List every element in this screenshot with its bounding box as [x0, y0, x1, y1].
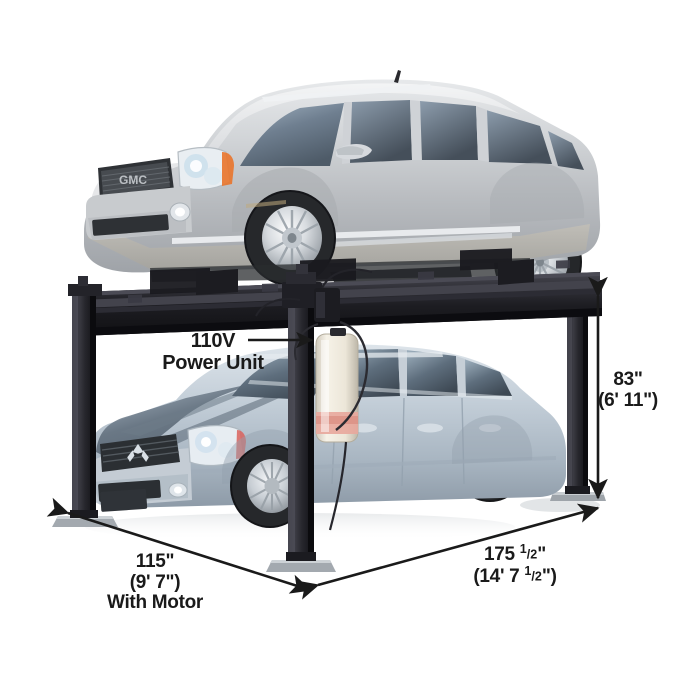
vehicle-lower-sedan [88, 344, 566, 528]
width-dimension-feet: (9' 7") [129, 571, 181, 593]
power-unit-callout: 110V Power Unit [162, 330, 264, 374]
width-dimension-label: 115" (9' 7") With Motor [106, 551, 204, 614]
width-dimension-line [46, 497, 312, 594]
power-unit-callout-line1: 110V [190, 330, 236, 352]
length-inches-numerator: 1 [519, 542, 527, 556]
height-dimension-feet: (6' 11") [598, 389, 658, 411]
length-dimension-inches: 175 1/2" [473, 542, 556, 565]
height-dimension-label: 83" (6' 11") [598, 369, 658, 411]
width-dimension-inches: 115" [135, 551, 175, 572]
length-feet-prefix: (14' 7 [473, 566, 525, 588]
hydraulic-power-unit [255, 268, 373, 531]
front-left-post [52, 276, 118, 527]
length-inches-fraction: 1/2 [519, 542, 538, 562]
length-dimension-line [296, 503, 600, 600]
length-inches-suffix: " [537, 543, 546, 565]
height-dimension-inches: 83" [613, 369, 643, 390]
length-feet-denominator: 2 [534, 569, 542, 584]
width-dimension-note: With Motor [106, 592, 204, 614]
power-unit-callout-line2: Power Unit [162, 352, 264, 374]
length-feet-suffix: ") [541, 566, 557, 588]
height-dimension-line [588, 276, 608, 500]
length-dimension-label: 175 1/2" (14' 7 1/2") [473, 542, 557, 588]
svg-text:GMC: GMC [119, 173, 147, 187]
length-inches-prefix: 175 [484, 543, 520, 565]
sedan-grille [100, 434, 180, 472]
dimension-lines [46, 276, 608, 600]
length-feet-numerator: 1 [524, 564, 532, 579]
suv-grille: GMC [98, 158, 174, 200]
length-dimension-feet: (14' 7 1/2") [473, 564, 557, 588]
length-inches-denominator: 2 [530, 547, 538, 562]
length-feet-fraction: 1/2 [524, 564, 542, 584]
